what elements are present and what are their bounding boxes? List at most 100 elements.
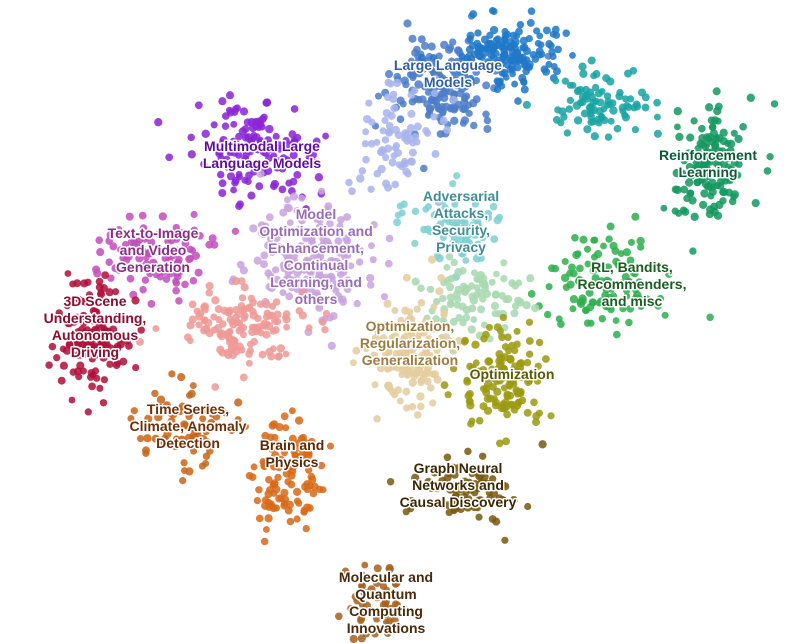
cluster-label-line: Physics bbox=[266, 454, 319, 470]
point bbox=[499, 364, 508, 373]
point bbox=[460, 104, 469, 114]
point bbox=[172, 223, 180, 232]
point bbox=[494, 35, 502, 43]
point bbox=[282, 136, 290, 144]
point bbox=[390, 616, 399, 625]
point bbox=[195, 321, 203, 329]
point bbox=[607, 117, 615, 125]
point bbox=[105, 237, 114, 245]
point bbox=[179, 476, 187, 485]
point bbox=[451, 90, 459, 98]
point bbox=[93, 269, 102, 278]
point bbox=[336, 249, 344, 257]
point bbox=[343, 213, 352, 221]
point bbox=[624, 103, 633, 111]
point bbox=[235, 326, 244, 335]
point bbox=[730, 152, 740, 161]
point bbox=[272, 233, 281, 243]
point bbox=[257, 229, 266, 237]
point bbox=[467, 74, 475, 82]
cluster-label-line: Enhancement, bbox=[268, 240, 364, 256]
cluster-label-line: Molecular and bbox=[339, 569, 433, 585]
point bbox=[281, 449, 288, 457]
point bbox=[189, 276, 198, 285]
point bbox=[262, 443, 270, 452]
point bbox=[290, 136, 299, 145]
point bbox=[401, 363, 411, 372]
point bbox=[288, 407, 296, 415]
point bbox=[402, 387, 411, 396]
point bbox=[235, 202, 243, 210]
point bbox=[366, 281, 375, 289]
point bbox=[55, 309, 63, 317]
point bbox=[440, 40, 449, 50]
point bbox=[409, 74, 417, 82]
point bbox=[107, 274, 115, 282]
point bbox=[181, 280, 189, 289]
point bbox=[475, 275, 483, 283]
point bbox=[96, 336, 105, 345]
cluster-label-opt-reg: Optimization,Regularization,Generalizati… bbox=[360, 318, 460, 368]
point bbox=[380, 293, 389, 301]
point bbox=[479, 366, 488, 375]
point bbox=[400, 200, 408, 209]
point bbox=[258, 115, 267, 124]
point bbox=[275, 145, 284, 153]
point bbox=[493, 216, 502, 225]
point bbox=[574, 86, 582, 94]
point bbox=[496, 327, 504, 335]
point bbox=[686, 189, 695, 197]
point bbox=[93, 374, 101, 382]
point bbox=[579, 69, 588, 78]
point bbox=[612, 317, 620, 325]
point bbox=[152, 324, 160, 333]
point bbox=[202, 428, 210, 436]
point bbox=[596, 98, 605, 107]
point bbox=[569, 51, 576, 59]
point bbox=[443, 126, 452, 134]
point bbox=[520, 78, 528, 87]
point bbox=[423, 225, 433, 234]
point bbox=[623, 292, 631, 300]
point bbox=[522, 301, 531, 310]
point bbox=[493, 370, 502, 379]
point bbox=[99, 353, 108, 362]
point bbox=[474, 504, 481, 512]
point bbox=[260, 161, 270, 170]
point bbox=[371, 630, 379, 638]
point bbox=[374, 92, 383, 100]
point bbox=[173, 269, 181, 278]
point bbox=[141, 276, 150, 284]
point bbox=[234, 398, 243, 407]
point bbox=[424, 477, 433, 487]
point bbox=[557, 119, 565, 127]
point bbox=[163, 429, 172, 439]
point bbox=[381, 136, 390, 144]
point bbox=[411, 473, 420, 482]
point bbox=[454, 500, 462, 508]
point bbox=[306, 263, 314, 271]
point bbox=[590, 236, 598, 244]
point bbox=[179, 245, 188, 254]
point bbox=[241, 125, 250, 134]
point bbox=[458, 266, 467, 275]
point bbox=[139, 224, 148, 232]
point bbox=[230, 120, 238, 128]
point bbox=[154, 118, 163, 127]
point bbox=[449, 38, 457, 46]
point bbox=[460, 98, 469, 107]
point bbox=[271, 433, 279, 441]
point bbox=[397, 316, 405, 324]
point bbox=[414, 80, 423, 89]
point bbox=[69, 368, 78, 376]
point bbox=[290, 252, 299, 260]
point bbox=[89, 317, 97, 325]
point bbox=[119, 357, 128, 366]
point bbox=[688, 169, 698, 178]
point bbox=[439, 294, 447, 303]
point bbox=[209, 143, 218, 152]
point bbox=[704, 103, 714, 112]
point bbox=[360, 589, 369, 598]
point bbox=[631, 126, 639, 134]
point bbox=[390, 390, 399, 399]
